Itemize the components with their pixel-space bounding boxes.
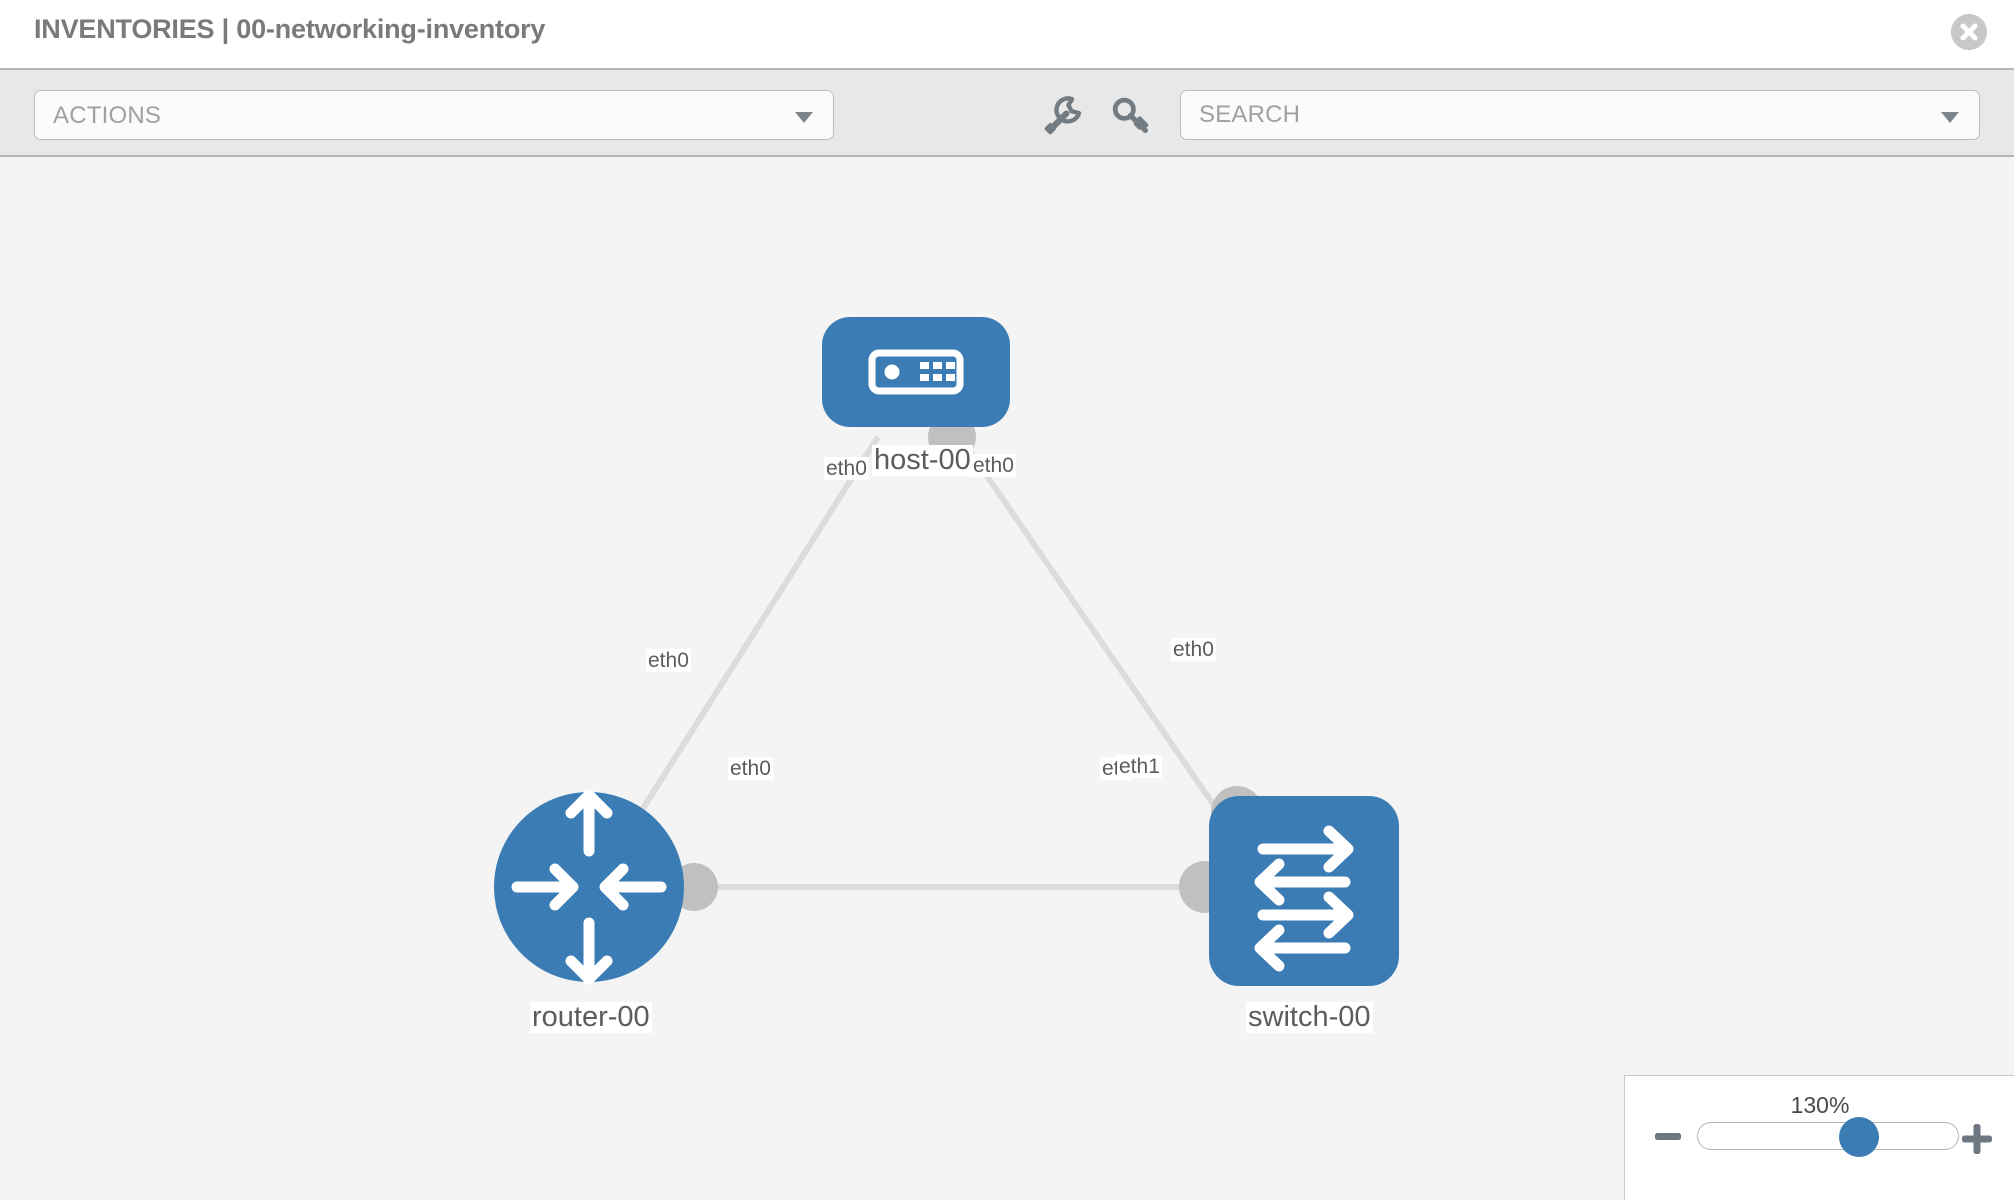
interface-label: eth0 bbox=[1171, 638, 1216, 661]
zoom-slider-thumb[interactable] bbox=[1839, 1117, 1879, 1157]
close-button[interactable] bbox=[1951, 14, 1987, 50]
plus-icon bbox=[1962, 1124, 1992, 1154]
minus-icon bbox=[1655, 1133, 1681, 1140]
actions-dropdown-label: ACTIONS bbox=[53, 102, 162, 129]
interface-label: eth0 bbox=[728, 757, 773, 780]
node-switch-00[interactable] bbox=[1209, 796, 1399, 986]
actions-dropdown[interactable]: ACTIONS bbox=[34, 90, 834, 140]
close-icon bbox=[1951, 14, 1987, 50]
switch-arrows-icon bbox=[1254, 825, 1354, 972]
interface-label: eth1 bbox=[1117, 755, 1162, 778]
interface-label: eth0 bbox=[646, 649, 691, 672]
node-label-host-00: host-00 bbox=[872, 444, 973, 476]
topology-canvas[interactable]: host-00 router-00 switch-00 eth0 eth0 et… bbox=[0, 157, 2014, 1200]
topology-links bbox=[627, 435, 1225, 890]
zoom-in-button[interactable] bbox=[1960, 1122, 1994, 1156]
topology-ports bbox=[670, 413, 1263, 913]
wrench-button[interactable] bbox=[1040, 92, 1086, 138]
key-button[interactable] bbox=[1108, 92, 1154, 138]
toolbar: ACTIONS bbox=[0, 68, 2014, 157]
server-icon bbox=[868, 349, 964, 395]
wrench-icon bbox=[1044, 96, 1082, 135]
zoom-out-button[interactable] bbox=[1653, 1122, 1683, 1152]
node-label-router-00: router-00 bbox=[530, 1001, 652, 1033]
chevron-down-icon bbox=[795, 112, 813, 123]
zoom-level-label: 130% bbox=[1790, 1092, 1850, 1118]
interface-label: eth0 bbox=[971, 454, 1016, 477]
zoom-slider[interactable] bbox=[1697, 1117, 1959, 1157]
router-arrows-icon bbox=[511, 789, 667, 985]
key-icon bbox=[1112, 97, 1149, 133]
zoom-control-panel: 130% bbox=[1624, 1075, 2014, 1200]
link-host-router[interactable] bbox=[627, 435, 881, 831]
interface-label: eth0 bbox=[824, 457, 869, 480]
node-router-00[interactable] bbox=[494, 789, 684, 985]
page-title: INVENTORIES | 00-networking-inventory bbox=[34, 14, 546, 44]
search-input[interactable] bbox=[1197, 91, 1927, 139]
page-header: INVENTORIES | 00-networking-inventory bbox=[0, 0, 2014, 68]
topology-graph bbox=[494, 317, 1399, 986]
search-box[interactable] bbox=[1180, 90, 1980, 140]
node-label-switch-00: switch-00 bbox=[1246, 1001, 1373, 1033]
link-host-switch[interactable] bbox=[957, 435, 1225, 819]
chevron-down-icon[interactable] bbox=[1941, 112, 1959, 123]
node-host-00[interactable] bbox=[822, 317, 1010, 427]
